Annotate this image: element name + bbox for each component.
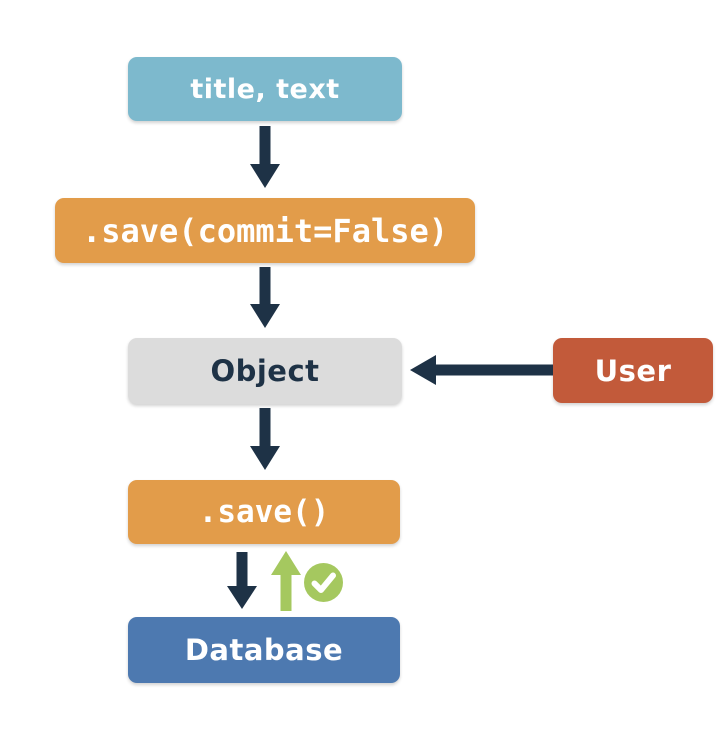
check-icon <box>304 563 343 602</box>
up-arrow-icon <box>271 551 301 611</box>
node-object: Object <box>128 338 402 404</box>
node-title-text: title, text <box>128 57 402 121</box>
node-database: Database <box>128 617 400 683</box>
down-arrow-icon <box>227 552 257 609</box>
down-arrow-icon <box>250 267 280 328</box>
left-arrow-icon <box>410 355 553 385</box>
node-save-commit-false: .save(commit=False) <box>55 198 475 263</box>
down-arrow-icon <box>250 408 280 470</box>
node-save: .save() <box>128 480 400 544</box>
node-user: User <box>553 338 713 403</box>
down-arrow-icon <box>250 126 280 188</box>
